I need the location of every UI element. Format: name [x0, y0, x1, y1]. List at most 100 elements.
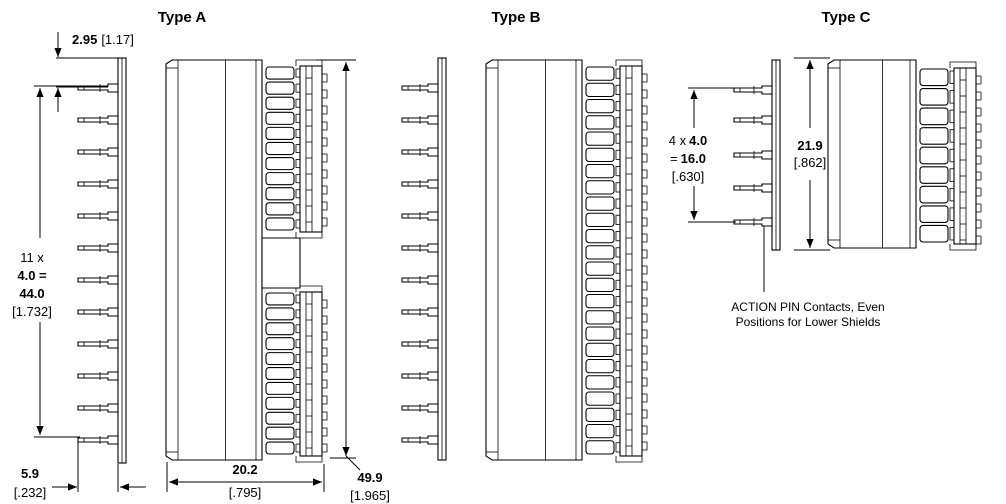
contact-pin: [77, 428, 119, 452]
contact-pin: [401, 268, 439, 292]
contact-cell: [265, 172, 303, 186]
contact-cell: [585, 261, 623, 276]
contact-pin: [401, 140, 439, 164]
contact-cell: [265, 111, 303, 125]
contact-cell: [919, 166, 957, 184]
dim-width: 20.2: [232, 462, 257, 477]
contact-pin: [77, 268, 119, 292]
dim-pitch-count: 11 x: [20, 250, 44, 265]
contact-cell: [265, 66, 303, 80]
contact-cell: [265, 202, 303, 216]
dim-pin-length: 5.9: [21, 466, 39, 481]
contact-cell: [265, 292, 303, 306]
dim-pitch-total: 44.0: [19, 286, 44, 301]
contact-pin: [733, 143, 773, 167]
contact-cell: [265, 187, 303, 201]
contact-cell: [919, 185, 957, 204]
contact-cell: [585, 212, 623, 228]
contact-cell: [265, 96, 303, 110]
contact-cell: [919, 107, 957, 126]
contact-pin: [401, 428, 439, 452]
dim-pitch-c-inch: [.630]: [672, 169, 705, 184]
contact-pin: [77, 204, 119, 228]
contact-cell: [585, 375, 623, 390]
dim-top-offset: 2.95[1.17]: [72, 32, 134, 47]
dim-pin-length-inch: [.232]: [14, 485, 47, 500]
contact-cell: [585, 326, 623, 341]
contact-cell: [585, 196, 623, 211]
housing-body: [165, 59, 263, 461]
type-c-side-view: [733, 59, 781, 251]
type-a-side-view: [77, 57, 127, 464]
contact-cell: [585, 342, 623, 358]
contact-pin: [401, 108, 439, 132]
housing-notch: [261, 237, 301, 289]
contact-cell: [265, 322, 303, 336]
type-c-housing: [827, 59, 982, 251]
contact-cell: [265, 426, 303, 440]
dim-height-c: 21.9: [797, 138, 822, 153]
contact-pin: [77, 332, 119, 356]
note-line-2: Positions for Lower Shields: [736, 315, 881, 329]
contact-cell: [585, 293, 623, 309]
housing-body: [827, 59, 917, 249]
contact-cell: [585, 163, 623, 179]
contact-cell: [585, 245, 623, 260]
contact-cell: [585, 358, 623, 374]
dim-height-a-inch: [1.965]: [350, 488, 390, 503]
contact-cell: [919, 68, 957, 87]
contact-pin: [401, 204, 439, 228]
contact-cell: [585, 228, 623, 244]
type-a-housing: [165, 59, 328, 463]
contact-pin: [77, 396, 119, 420]
contact-pin: [401, 332, 439, 356]
contact-pin: [401, 76, 439, 100]
dim-width-inch: [.795]: [229, 485, 262, 500]
contact-cell: [265, 337, 303, 351]
contact-pin: [77, 108, 119, 132]
comb-segment: [295, 59, 328, 239]
contact-cell: [585, 407, 623, 423]
contact-cell: [265, 352, 303, 366]
contact-cell: [585, 98, 623, 114]
dimension-lines: [34, 32, 830, 492]
contact-cell: [919, 146, 957, 165]
comb-segment: [295, 285, 328, 463]
contact-cell: [585, 310, 623, 325]
comb-segment: [615, 59, 648, 463]
contact-cell: [919, 88, 957, 106]
contact-cell: [265, 396, 303, 410]
contact-pin: [401, 396, 439, 420]
contact-cell: [585, 147, 623, 163]
dimension-labels: 2.95[1.17] 11 x 4.0 = 44.0 [1.732] 5.9 […: [12, 32, 885, 503]
contact-cell: [585, 82, 623, 98]
contact-cell: [265, 441, 303, 455]
comb-segment: [949, 61, 982, 251]
contact-pin: [77, 236, 119, 260]
dim-pitch-inch: [1.732]: [12, 304, 52, 319]
contact-cell: [585, 391, 623, 406]
contact-cell: [265, 156, 303, 171]
contact-cell: [265, 307, 303, 321]
contact-pin: [733, 210, 773, 234]
contact-cell: [265, 381, 303, 395]
contact-cell: [585, 440, 623, 455]
contact-pin: [401, 172, 439, 196]
contact-cell: [265, 411, 303, 425]
note-line-1: ACTION PIN Contacts, Even: [731, 300, 884, 314]
contact-cell: [585, 115, 623, 130]
dim-pitch-c-total: =16.0: [670, 151, 706, 166]
contact-pin: [77, 300, 119, 324]
contact-cell: [265, 81, 303, 95]
type-b-housing: [485, 59, 648, 463]
contact-pin: [77, 76, 119, 100]
contact-cell: [265, 217, 303, 231]
contact-cell: [585, 66, 623, 81]
contact-pin: [77, 364, 119, 388]
housing-body: [485, 59, 583, 461]
contact-pin: [733, 176, 773, 200]
contact-cell: [919, 224, 957, 243]
dim-pitch-value: 4.0 =: [17, 268, 47, 283]
contact-pin: [733, 108, 773, 132]
